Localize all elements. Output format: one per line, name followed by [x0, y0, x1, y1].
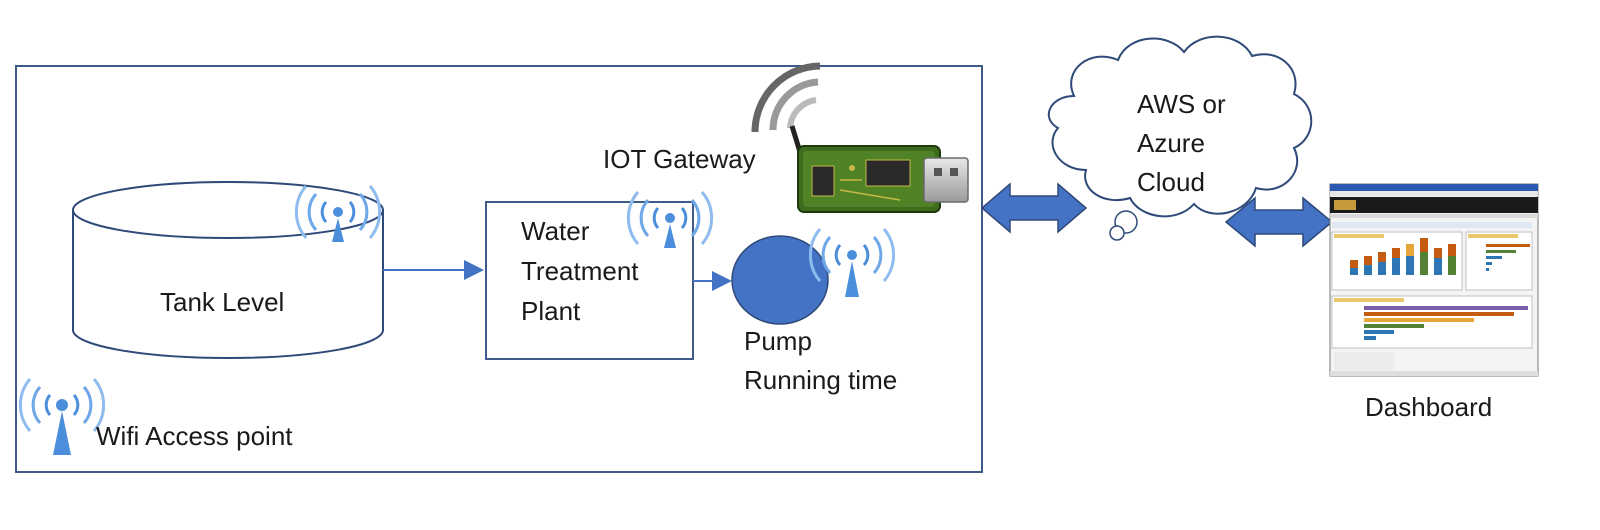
site-boundary	[15, 65, 983, 473]
dashboard-screenshot-icon	[1329, 183, 1539, 377]
cloud-icon	[1047, 35, 1313, 241]
cloud-label-line-2: Azure	[1137, 128, 1205, 158]
wifi-access-point-icon	[808, 228, 896, 297]
wifi-access-point-icon	[626, 191, 714, 248]
water-treatment-label-line-2: Treatment	[521, 256, 639, 286]
cloud-label-line-3: Cloud	[1137, 167, 1205, 197]
usb-gateway-icon	[751, 62, 969, 213]
wifi-access-point-icon	[18, 378, 106, 455]
water-treatment-box	[485, 201, 694, 360]
iot-gateway-label: IOT Gateway	[603, 144, 756, 174]
wifi-access-point-label: Wifi Access point	[96, 421, 293, 451]
wifi-access-point-icon	[294, 185, 382, 242]
pump-label-line-2: Running time	[744, 365, 898, 395]
cloud-label-line-1: AWS or	[1137, 89, 1226, 119]
water-treatment-label-line-3: Plant	[521, 296, 581, 326]
pump-circle	[731, 235, 829, 325]
pump-label-line-1: Pump	[744, 326, 812, 356]
water-treatment-label-line-1: Water	[521, 216, 590, 246]
dashboard-label: Dashboard	[1365, 392, 1493, 422]
tank-cylinder	[72, 181, 384, 359]
double-arrow-icon	[980, 182, 1088, 234]
tank-level-label: Tank Level	[160, 287, 285, 317]
